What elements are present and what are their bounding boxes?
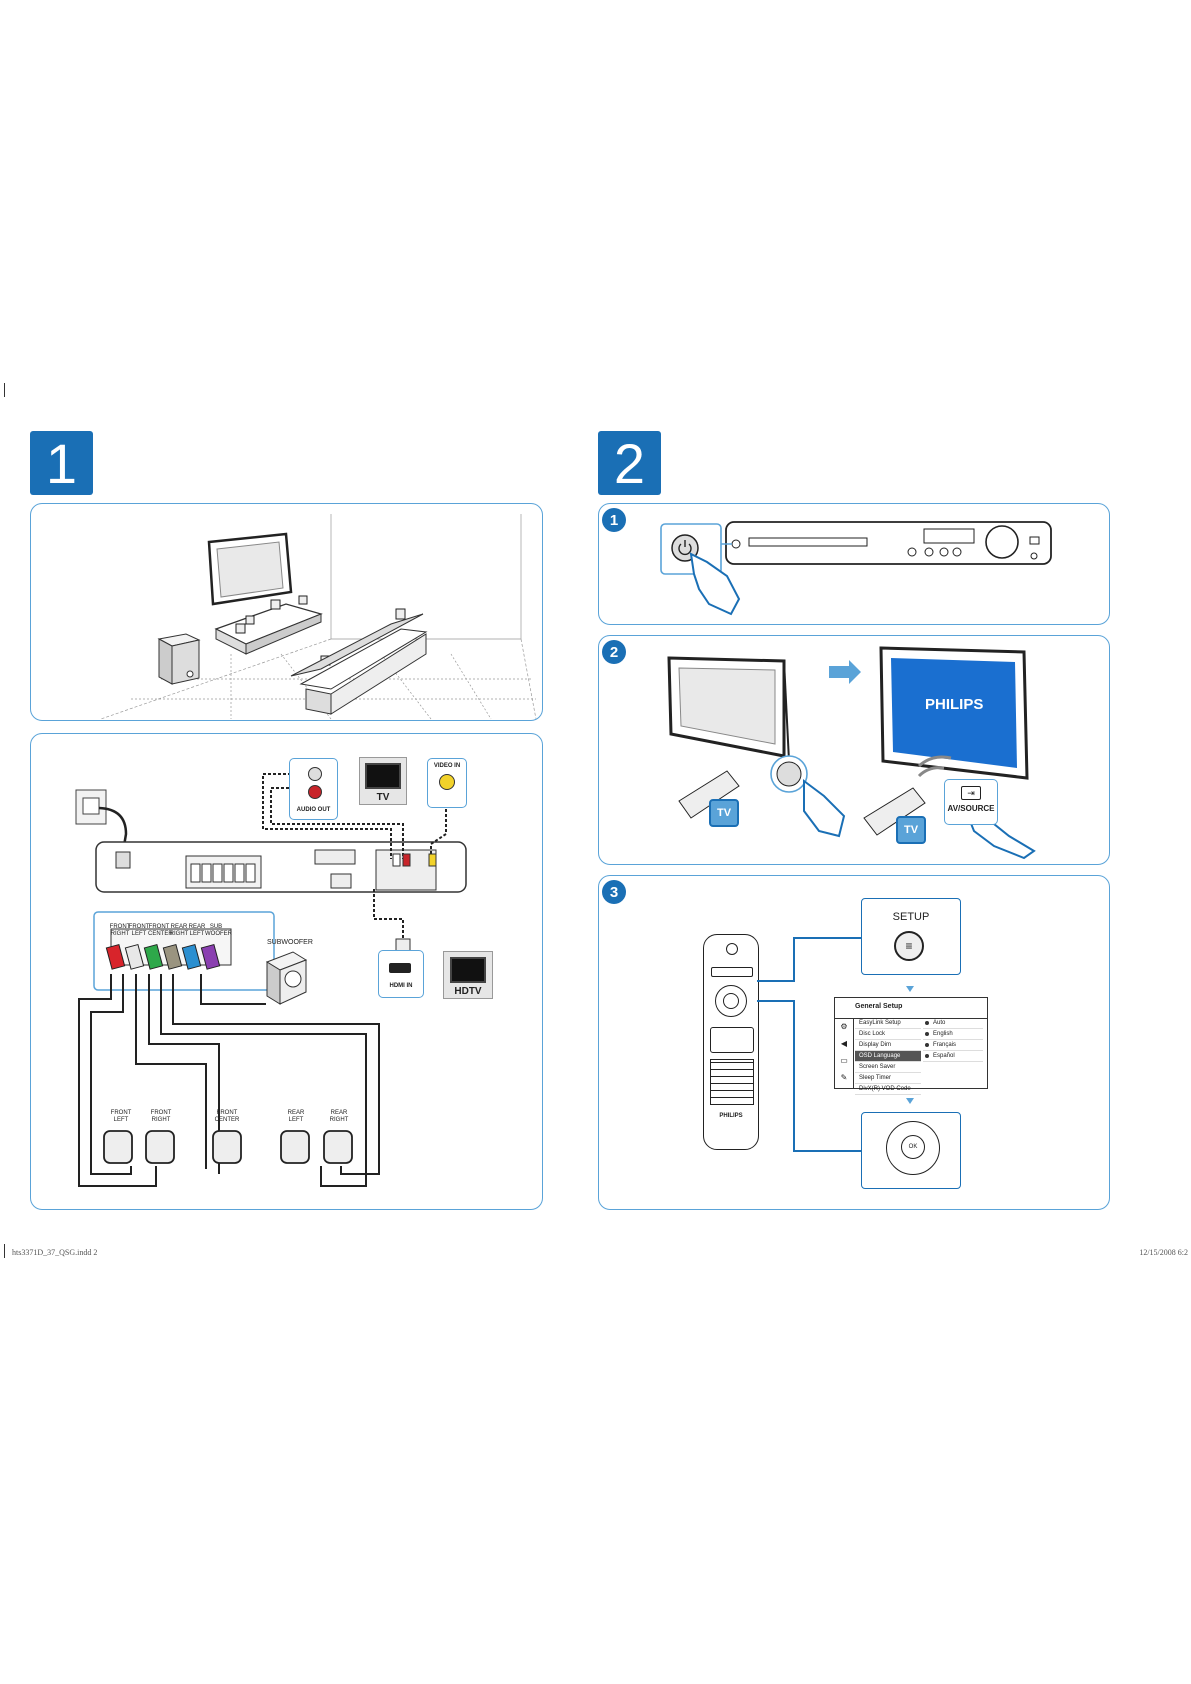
speaker-label-rear-left: REAR LEFT — [287, 1110, 305, 1123]
footer-timestamp: 12/15/2008 6:2 — [1139, 1248, 1188, 1257]
step-2-badge: 2 — [602, 640, 626, 664]
channel-label-subwoofer: SUB WOOFER — [205, 924, 232, 937]
room-placement-panel — [30, 503, 543, 721]
video-in-callout: VIDEO IN — [427, 758, 467, 808]
section-1-number: 1 — [30, 431, 93, 495]
room-illustration — [100, 514, 537, 720]
step-1-badge: 1 — [602, 508, 626, 532]
input-icon: ⇥ — [961, 786, 981, 800]
hdmi-in-label: HDMI IN — [389, 983, 413, 989]
crop-mark-left — [4, 383, 5, 397]
speaker-label-rear-right: REAR RIGHT — [329, 1110, 349, 1123]
tv-button-badge-right[interactable]: TV — [896, 816, 926, 844]
step-1-panel: 1 — [598, 503, 1110, 625]
menu-item-screen-saver[interactable]: Screen Saver — [855, 1062, 921, 1073]
setup-label: SETUP — [892, 911, 930, 923]
audio-out-callout: AUDIO OUT — [289, 758, 338, 820]
general-setup-menu: General Setup ⚙ ◀ ▭ ✎ EasyLink Setup Dis… — [834, 997, 988, 1095]
tv-device-graphic: TV — [359, 757, 407, 805]
channel-label-rear-right: REAR RIGHT — [169, 924, 189, 937]
menu-title: General Setup — [835, 998, 987, 1019]
video-display-icon: ▭ — [840, 1056, 848, 1065]
speaker-label-front-left: FRONT LEFT — [110, 1110, 132, 1123]
callout-lines — [757, 937, 914, 1152]
ok-button-callout[interactable]: OK — [861, 1112, 961, 1189]
crop-mark-left-bottom — [4, 1244, 5, 1258]
subwoofer-graphic — [157, 633, 201, 685]
channel-label-front-center: FRONT CENTER — [148, 924, 173, 937]
menu-option-english[interactable]: English — [923, 1029, 983, 1040]
connections-illustration — [75, 767, 467, 1187]
menu-item-display-dim[interactable]: Display Dim — [855, 1040, 921, 1051]
remote-control-graphic: PHILIPS — [703, 934, 759, 1150]
menu-item-easylink[interactable]: EasyLink Setup — [855, 1018, 921, 1029]
step-3-badge: 3 — [602, 880, 626, 904]
menu-option-auto[interactable]: Auto — [923, 1018, 983, 1029]
menu-item-disc-lock[interactable]: Disc Lock — [855, 1029, 921, 1040]
tv-switch-illustration — [667, 646, 1036, 860]
step-3-panel: 3 PHILIPS SETUP ≡ General Setup ⚙ ◀ ▭ ✎ … — [598, 875, 1110, 1210]
tv-button-badge-left[interactable]: TV — [709, 799, 739, 827]
setup-button-callout[interactable]: SETUP ≡ — [861, 898, 961, 975]
ok-label: OK — [901, 1135, 925, 1159]
hdmi-in-callout: HDMI IN — [378, 950, 424, 998]
power-on-illustration — [660, 521, 1052, 616]
speaker-label-front-center: FRONT CENTER — [214, 1110, 240, 1123]
step-2-panel: 2 PHILIPS TV TV ⇥ AV/SOURCE — [598, 635, 1110, 865]
tv-screen-brand: PHILIPS — [925, 696, 984, 713]
audio-speaker-icon: ◀ — [840, 1039, 848, 1048]
av-source-label: AV/SOURCE — [947, 804, 995, 813]
section-2-number: 2 — [598, 431, 661, 495]
hdtv-device-graphic: HDTV — [443, 951, 493, 999]
tv-graphic — [207, 532, 293, 606]
footer-filename: hts3371D_37_QSG.indd 2 — [12, 1248, 98, 1257]
navigation-ring-icon — [886, 1121, 940, 1175]
wall-socket-graphic — [75, 789, 128, 865]
tv-label: TV — [376, 792, 390, 803]
speaker-plug-front-right — [105, 943, 126, 970]
channel-label-front-right: FRONT RIGHT — [109, 924, 131, 937]
channel-label-rear-left: REAR LEFT — [188, 924, 206, 937]
settings-gear-icon: ⚙ — [840, 1022, 848, 1031]
menu-option-espanol[interactable]: Español — [923, 1051, 983, 1062]
channel-label-front-left: FRONT LEFT — [128, 924, 150, 937]
speaker-plug-rear-right — [162, 943, 183, 970]
speaker-plug-subwoofer — [200, 943, 221, 970]
video-in-label: VIDEO IN — [433, 763, 461, 769]
hdtv-label: HDTV — [454, 986, 482, 997]
speaker-label-front-right: FRONT RIGHT — [150, 1110, 172, 1123]
menu-option-francais[interactable]: Français — [923, 1040, 983, 1051]
av-source-callout[interactable]: ⇥ AV/SOURCE — [944, 779, 998, 825]
audio-out-label: AUDIO OUT — [296, 807, 331, 813]
preferences-icon: ✎ — [840, 1073, 848, 1082]
remote-brand: PHILIPS — [719, 1113, 743, 1119]
menu-button-icon: ≡ — [894, 931, 924, 961]
subwoofer-speaker-graphic — [265, 951, 308, 1005]
connections-panel: TV HDTV AUDIO OUT VIDEO IN HDMI IN FRONT… — [30, 733, 543, 1210]
menu-item-sleep-timer[interactable]: Sleep Timer — [855, 1073, 921, 1084]
speaker-plug-rear-left — [181, 943, 202, 970]
menu-item-osd-language[interactable]: OSD Language — [855, 1051, 921, 1062]
speaker-plug-front-left — [124, 943, 145, 970]
speaker-plug-front-center — [143, 943, 164, 970]
subwoofer-label: SUBWOOFER — [267, 939, 313, 946]
menu-item-divx-vod[interactable]: DivX(R) VOD Code — [855, 1084, 921, 1095]
